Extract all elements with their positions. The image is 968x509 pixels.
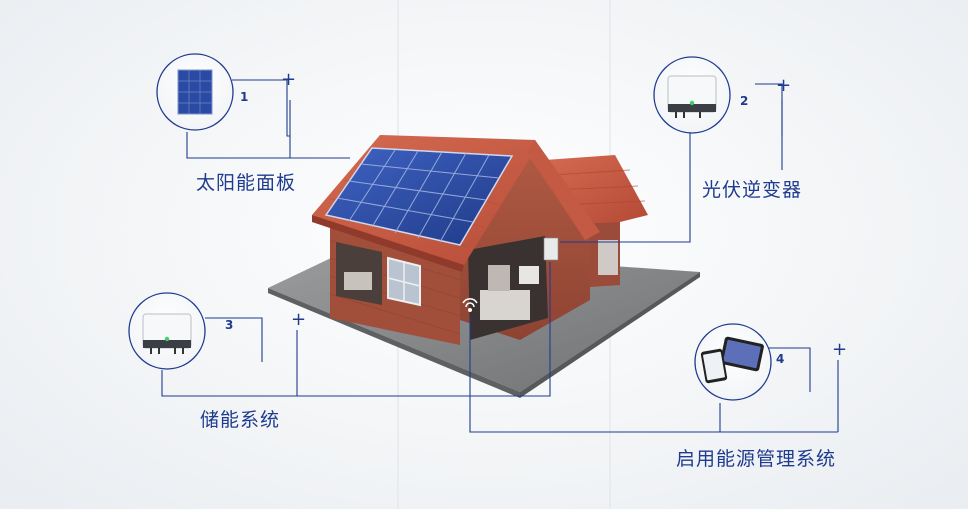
circle-4 bbox=[694, 323, 772, 401]
plus-marker-1[interactable]: + bbox=[281, 69, 297, 90]
label-storage-system: 储能系统 bbox=[200, 409, 281, 431]
house-illustration bbox=[268, 135, 700, 398]
connector-lines bbox=[161, 79, 839, 433]
plus-marker-3[interactable]: + bbox=[291, 309, 307, 330]
circle-3 bbox=[128, 292, 206, 370]
circle-2 bbox=[653, 56, 731, 134]
phone-tablet-icon bbox=[700, 336, 764, 384]
plus-marker-2[interactable]: + bbox=[776, 75, 792, 96]
marker-number-3: 3 bbox=[225, 318, 234, 332]
inverter-icon bbox=[667, 75, 717, 118]
marker-number-1: 1 bbox=[240, 90, 249, 104]
wifi-icon bbox=[462, 298, 478, 312]
circle-1 bbox=[156, 53, 234, 131]
label-energy-management: 启用能源管理系统 bbox=[676, 448, 837, 470]
plus-marker-4[interactable]: + bbox=[832, 339, 848, 360]
solar-panel-icon bbox=[177, 69, 213, 115]
label-pv-inverter: 光伏逆变器 bbox=[702, 179, 803, 201]
marker-number-2: 2 bbox=[740, 94, 749, 108]
marker-number-4: 4 bbox=[776, 352, 785, 366]
storage-inverter-icon bbox=[142, 313, 192, 354]
label-solar-panel: 太阳能面板 bbox=[196, 172, 297, 194]
